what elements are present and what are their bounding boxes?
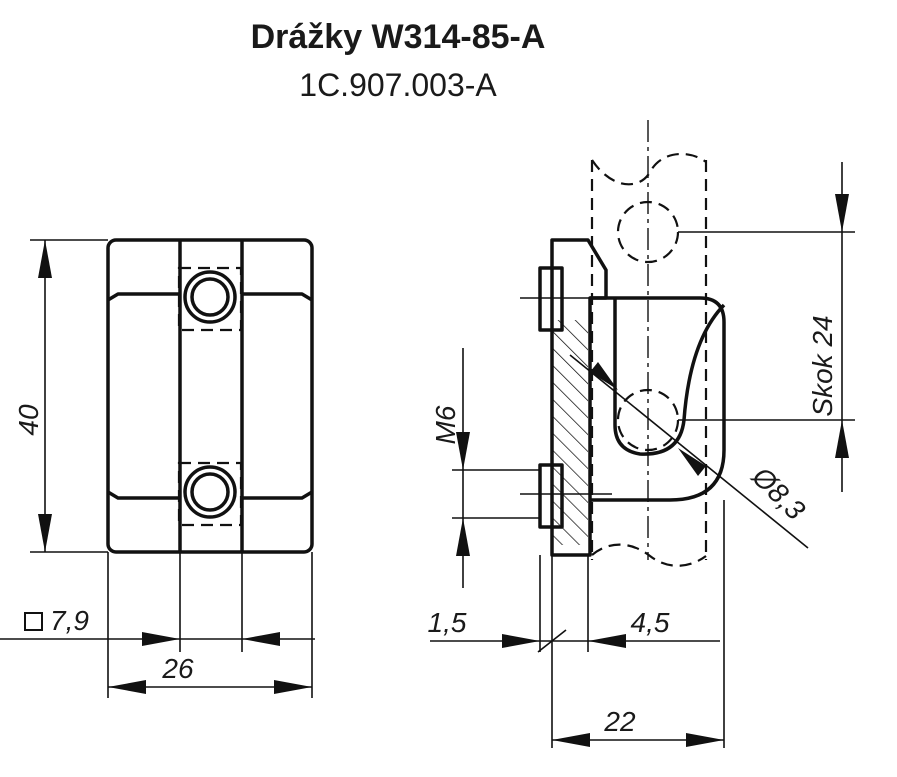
section-hatch — [552, 320, 588, 545]
dim-width-label: 26 — [161, 653, 194, 684]
thread-hole-bottom-inner — [190, 472, 230, 512]
dim-square-label: 7,9 — [50, 605, 89, 636]
screw-head-bottom — [538, 463, 564, 529]
front-ledge-bottom — [107, 490, 313, 500]
dimension-width: 26 — [107, 552, 313, 698]
dimension-thread: M6 — [430, 348, 540, 588]
square-nut-bottom — [177, 461, 243, 527]
dim-depth-label: 22 — [603, 706, 636, 737]
side-view: Skok 24 Ø8,3 M6 1,5 — [428, 120, 855, 748]
dim-offset-b-label: 4,5 — [631, 607, 670, 638]
front-ledge-top — [107, 292, 313, 302]
dimension-height: 40 — [13, 239, 108, 553]
screw-head-top — [538, 266, 564, 332]
dimension-square: 7,9 — [0, 552, 315, 652]
rail-break-bottom — [591, 543, 707, 567]
dim-thread-label: M6 — [430, 405, 461, 444]
front-body-outline — [106, 238, 314, 554]
drawing-subtitle: 1C.907.003-A — [299, 67, 497, 103]
dimension-offsets: 1,5 4,5 — [428, 500, 725, 748]
thread-hole-top-outer — [183, 270, 237, 324]
dim-height-label: 40 — [13, 404, 44, 436]
hook-outline — [590, 296, 726, 502]
thread-hole-bottom-outer — [183, 465, 237, 519]
dimension-hole: Ø8,3 — [569, 354, 812, 549]
square-symbol — [24, 612, 43, 631]
drawing-title: Drážky W314-85-A — [251, 18, 546, 56]
rail-break-top — [591, 152, 707, 186]
thread-hole-top-inner — [190, 277, 230, 317]
dim-offset-a-label: 1,5 — [428, 607, 467, 638]
hook-inner-curve — [613, 298, 726, 456]
dimension-pitch: Skok 24 — [807, 162, 849, 492]
dim-hole-label: Ø8,3 — [746, 460, 812, 526]
front-view: 40 7,9 26 — [0, 238, 315, 698]
dim-pitch-label: Skok 24 — [807, 315, 838, 416]
dimension-depth: 22 — [552, 706, 724, 747]
square-nut-top — [177, 266, 243, 332]
